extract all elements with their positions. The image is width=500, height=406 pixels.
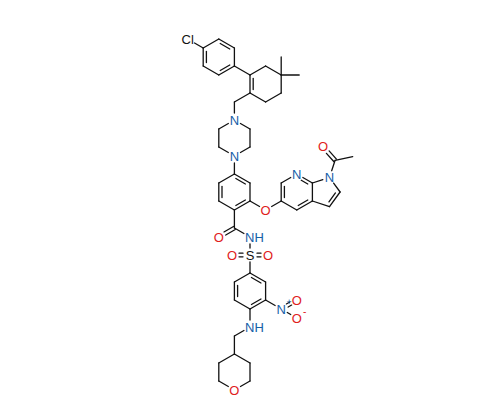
bond-line bbox=[234, 354, 250, 363]
bond-line bbox=[281, 75, 282, 93]
bond-line bbox=[203, 39, 219, 48]
bond-line bbox=[257, 253, 261, 254]
bond-line bbox=[266, 300, 276, 306]
atom-label: O bbox=[227, 249, 237, 262]
bond-line bbox=[251, 278, 261, 284]
bond-line bbox=[249, 75, 250, 93]
bond-line bbox=[236, 200, 246, 206]
bond-line bbox=[234, 282, 235, 300]
bond-line bbox=[221, 187, 222, 198]
bond-line bbox=[249, 129, 250, 147]
bond-line bbox=[218, 129, 219, 147]
bond-line bbox=[281, 177, 291, 183]
bond-line bbox=[206, 52, 207, 63]
bond-line bbox=[234, 210, 235, 228]
bond-line bbox=[251, 299, 261, 305]
atom-label: - bbox=[303, 307, 306, 317]
bond-line bbox=[234, 228, 244, 234]
bond-line bbox=[281, 57, 282, 75]
bond-line bbox=[234, 102, 235, 113]
bond-line bbox=[234, 336, 235, 354]
bond-line bbox=[281, 74, 299, 75]
bond-line bbox=[236, 179, 246, 185]
bond-line bbox=[240, 123, 250, 129]
bond-line bbox=[219, 354, 235, 363]
atom-label: NH bbox=[245, 231, 264, 244]
bond-line bbox=[287, 312, 290, 314]
bond-line bbox=[281, 183, 282, 201]
bond-line bbox=[239, 256, 243, 257]
atom-label: O bbox=[229, 384, 239, 397]
bond-line bbox=[249, 262, 250, 273]
bond-line bbox=[234, 273, 250, 282]
bond-line bbox=[219, 174, 235, 183]
atom-label: NH bbox=[245, 321, 264, 334]
bond-line bbox=[249, 363, 250, 381]
atom-label: O bbox=[292, 312, 302, 325]
bond-line bbox=[203, 48, 204, 66]
bond-line bbox=[312, 201, 329, 207]
atom-label: O bbox=[263, 249, 273, 262]
bond-line bbox=[298, 200, 308, 206]
bond-line bbox=[334, 183, 340, 192]
bond-line bbox=[234, 48, 235, 66]
atom-label: N bbox=[292, 168, 301, 181]
bond-line bbox=[218, 183, 219, 201]
bond-line bbox=[257, 256, 261, 257]
bond-line bbox=[335, 157, 353, 161]
atom-label: O bbox=[318, 140, 328, 153]
atom-label: O bbox=[261, 204, 271, 217]
bond-line bbox=[234, 300, 250, 309]
bond-line bbox=[219, 147, 229, 153]
bond-line bbox=[234, 163, 235, 174]
bond-line bbox=[330, 192, 341, 207]
bond-line bbox=[234, 66, 250, 75]
bond-line bbox=[284, 187, 285, 198]
bond-line bbox=[312, 183, 313, 201]
bond-line bbox=[219, 381, 229, 387]
atom-label: O bbox=[292, 294, 302, 307]
atom-label: N bbox=[325, 171, 334, 184]
bond-line bbox=[203, 66, 219, 75]
bond-line bbox=[312, 180, 322, 183]
bond-line bbox=[220, 44, 230, 50]
atom-label: N bbox=[230, 114, 239, 127]
bond-line bbox=[250, 93, 266, 102]
bond-line bbox=[250, 66, 266, 75]
bond-line bbox=[239, 253, 243, 254]
atom-label: Cl bbox=[182, 33, 194, 46]
bond-line bbox=[326, 153, 333, 161]
bond-line bbox=[301, 180, 308, 184]
bond-line bbox=[218, 363, 219, 381]
atom-label: S bbox=[246, 249, 255, 262]
bond-line bbox=[226, 230, 236, 236]
bond-line bbox=[195, 43, 204, 48]
bond-line bbox=[266, 93, 282, 102]
atom-label: O bbox=[214, 231, 224, 244]
bond-line bbox=[265, 282, 266, 300]
bond-line bbox=[219, 201, 235, 210]
bond-line bbox=[249, 309, 250, 320]
bond-line bbox=[234, 93, 250, 102]
bond-line bbox=[220, 65, 230, 71]
atom-label: N bbox=[277, 303, 286, 316]
bond-line bbox=[281, 201, 297, 210]
bond-line bbox=[219, 123, 229, 129]
bond-line bbox=[234, 330, 244, 336]
bond-line bbox=[272, 201, 282, 207]
atom-label: N bbox=[230, 150, 239, 163]
bond-line bbox=[253, 79, 254, 90]
bond-line bbox=[329, 193, 335, 202]
bond-line bbox=[240, 147, 250, 153]
bond-line bbox=[266, 66, 282, 75]
bond-line bbox=[250, 201, 260, 207]
bond-line bbox=[249, 244, 250, 248]
atom-label: + bbox=[287, 298, 292, 307]
bond-line bbox=[237, 286, 238, 297]
bond-line bbox=[249, 183, 250, 201]
bond-line bbox=[240, 381, 250, 387]
